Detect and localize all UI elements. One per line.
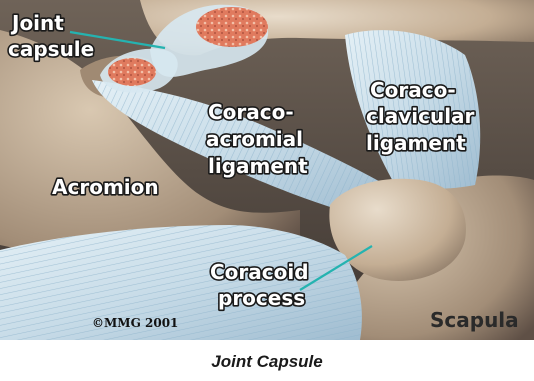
label-coracoid-line2: process — [218, 286, 305, 310]
label-coraco-acromial-line3: ligament — [208, 154, 308, 178]
label-coracoid-line1: Coracoid — [210, 260, 309, 284]
acromion-cartilage — [108, 58, 156, 86]
label-coraco-clavicular-line3: ligament — [366, 131, 466, 155]
label-acromion: Acromion — [52, 175, 159, 199]
label-coraco-acromial-line1: Coraco- — [208, 100, 294, 124]
label-joint-capsule-line2: capsule — [8, 37, 94, 61]
clavicle-cartilage — [196, 7, 268, 47]
copyright-notice: ©MMG 2001 — [92, 316, 178, 330]
label-coraco-clavicular-line1: Coraco- — [370, 78, 456, 102]
label-joint-capsule-line1: Joint — [10, 11, 64, 35]
figure-caption: Joint Capsule — [0, 352, 534, 372]
joint-capsule-illustration: Joint capsule Coraco- acromial ligament … — [0, 0, 534, 340]
label-coraco-acromial-line2: acromial — [206, 127, 303, 151]
label-coraco-clavicular-line2: clavicular — [366, 104, 475, 128]
label-scapula: Scapula — [430, 308, 519, 332]
